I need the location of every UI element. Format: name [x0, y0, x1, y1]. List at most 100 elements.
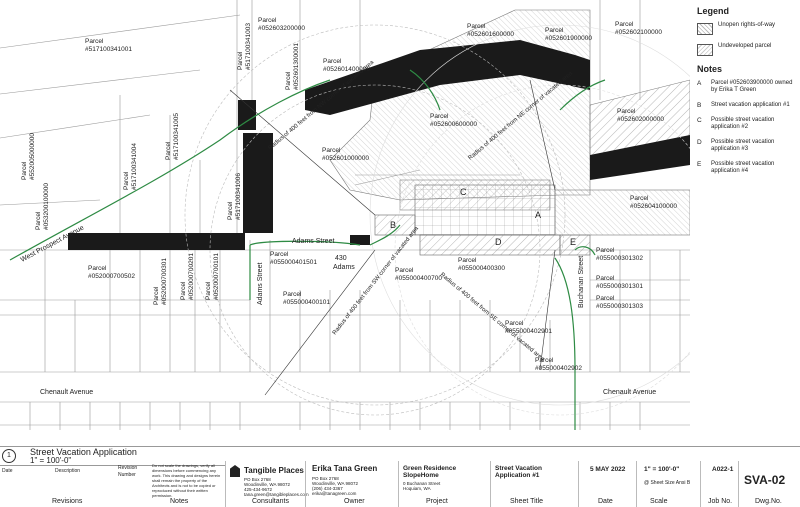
- rev-header-date: Date: [2, 468, 13, 474]
- parcel-label: Parcel#052602000000: [617, 108, 664, 123]
- legend-panel: Legend Unopen rights-of-way Undeveloped …: [697, 6, 797, 183]
- svg-text:#055000402902: #055000402902: [535, 365, 582, 372]
- svg-text:#052600600000: #052600600000: [430, 121, 477, 128]
- parcel-label: Parcel#052600600000: [430, 113, 477, 128]
- street-chenault-left: Chenault Avenue: [40, 389, 93, 396]
- radius-circles: [184, 24, 690, 416]
- parcel-label: Parcel#052601600000: [467, 23, 514, 38]
- project-addr-1: 0 Buchanan Street: [403, 481, 441, 486]
- dwg-number: SVA-02: [744, 473, 786, 487]
- svg-text:Parcel: Parcel: [630, 195, 649, 202]
- svg-text:Parcel: Parcel: [596, 275, 615, 282]
- sheet-date: 5 MAY 2022: [590, 466, 626, 473]
- svg-text:Parcel: Parcel: [323, 58, 342, 65]
- sheet-title: Street Vacation Application #1: [495, 465, 542, 479]
- svg-text:Parcel: Parcel: [237, 51, 244, 70]
- svg-text:Parcel: Parcel: [615, 21, 634, 28]
- project-addr-2: Hoquiam, WA: [403, 486, 431, 491]
- tangible-places-logo-icon: [230, 465, 240, 477]
- svg-text:Parcel: Parcel: [153, 286, 160, 305]
- svg-text:Parcel: Parcel: [545, 27, 564, 34]
- street-buchanan: Buchanan Street: [578, 256, 585, 308]
- svg-text:Parcel: Parcel: [123, 171, 130, 190]
- area-letter-a: A: [535, 210, 541, 220]
- parcel-label: Parcel#055000301301: [596, 275, 643, 290]
- legend-swatch-hatch: [697, 23, 713, 35]
- svg-text:#052604100000: #052604100000: [630, 203, 677, 210]
- svg-text:Parcel: Parcel: [258, 17, 277, 24]
- svg-text:Parcel: Parcel: [596, 247, 615, 254]
- svg-text:#552005000000: #552005000000: [29, 133, 36, 180]
- consultant-name: Tangible Places: [244, 466, 304, 475]
- area-east-hatch: [554, 189, 690, 236]
- owner-addr-3: (206) 434-3367: [312, 486, 343, 491]
- svg-text:#052000700201: #052000700201: [188, 253, 195, 300]
- consultant-addr-1: PO Box 2768: [244, 477, 271, 482]
- caption-dwg-no: Dwg.No.: [755, 498, 782, 505]
- owner-addr-2: Woodinville, WA 98072: [312, 481, 359, 486]
- sheet-scale-note: @ Sheet Size Ansi B: [644, 480, 691, 486]
- parcel-labels: Parcel#517100341001 Parcel#052603200000 …: [21, 17, 677, 372]
- title-block: 1 Street Vacation Application 1" = 100'-…: [0, 446, 800, 507]
- svg-text:#055000401501: #055000401501: [270, 259, 317, 266]
- caption-owner: Owner: [344, 498, 365, 505]
- svg-text:#055000301301: #055000301301: [596, 283, 643, 290]
- svg-text:Parcel: Parcel: [285, 71, 292, 90]
- parcel-label: Parcel#052602100000: [615, 21, 662, 36]
- svg-text:Parcel: Parcel: [35, 211, 42, 230]
- svg-text:#052601600000: #052601600000: [467, 31, 514, 38]
- parcel-label: Parcel#052603200000: [258, 17, 305, 32]
- svg-text:#517100341005: #517100341005: [173, 113, 180, 160]
- svg-text:Parcel: Parcel: [596, 295, 615, 302]
- svg-text:Parcel: Parcel: [21, 161, 28, 180]
- svg-text:#053200100000: #053200100000: [43, 183, 50, 230]
- svg-text:Parcel: Parcel: [283, 291, 302, 298]
- address-adams: Adams: [333, 264, 355, 271]
- view-title: Street Vacation Application: [30, 447, 137, 457]
- parcel-label: Parcel#052604100000: [630, 195, 677, 210]
- consultant-addr-3: 425-434-9672: [244, 487, 273, 492]
- svg-text:#517100341003: #517100341003: [245, 23, 252, 70]
- svg-text:Parcel: Parcel: [467, 23, 486, 30]
- consultant-addr-4: tana.green@tangibleplaces.com: [244, 492, 309, 497]
- svg-text:#052000700101: #052000700101: [213, 253, 220, 300]
- caption-revisions: Revisions: [52, 498, 83, 505]
- svg-text:#052603200000: #052603200000: [258, 25, 305, 32]
- svg-text:#052602100000: #052602100000: [615, 29, 662, 36]
- svg-text:Parcel: Parcel: [617, 108, 636, 115]
- address-430: 430: [335, 255, 347, 262]
- svg-text:Parcel: Parcel: [227, 201, 234, 220]
- svg-text:Parcel: Parcel: [535, 357, 554, 364]
- legend-item-undeveloped: Undeveloped parcel: [697, 43, 797, 56]
- svg-text:Parcel: Parcel: [430, 113, 449, 120]
- svg-text:Parcel: Parcel: [505, 320, 524, 327]
- caption-sheet-title: Sheet Title: [510, 498, 544, 505]
- caption-consultants: Consultants: [252, 498, 289, 505]
- street-adams: Adams Street: [292, 238, 334, 245]
- svg-text:#517100341004: #517100341004: [131, 143, 138, 190]
- svg-text:#052000700301: #052000700301: [161, 258, 168, 305]
- svg-text:#055000400300: #055000400300: [458, 265, 505, 272]
- svg-text:#052601000000: #052601000000: [322, 155, 369, 162]
- parcel-label: Parcel#517100341001: [85, 38, 132, 53]
- area-letter-e: E: [570, 237, 576, 247]
- parcel-label: Parcel#052601400000: [323, 58, 370, 73]
- parcel-label: Parcel#052601900000: [545, 27, 592, 42]
- svg-text:Parcel: Parcel: [88, 265, 107, 272]
- svg-text:#052601900000: #052601900000: [545, 35, 592, 42]
- svg-text:Parcel: Parcel: [180, 281, 187, 300]
- radius-arrows: [229, 79, 556, 396]
- site-map: A B C D E Parcel#517100341001 Parcel#052…: [0, 0, 690, 430]
- svg-text:Parcel: Parcel: [395, 267, 414, 274]
- svg-text:Parcel: Parcel: [165, 141, 172, 160]
- parcel-label: Parcel#052601000000: [322, 147, 369, 162]
- svg-text:#517100341001: #517100341001: [85, 46, 132, 53]
- parcel-label: Parcel#055000400700: [395, 267, 442, 282]
- street-chenault-right: Chenault Avenue: [603, 389, 656, 396]
- svg-text:#052601400000: #052601400000: [323, 66, 370, 73]
- area-letter-b: B: [390, 220, 396, 230]
- rev-header-num: Revision Number: [118, 465, 138, 478]
